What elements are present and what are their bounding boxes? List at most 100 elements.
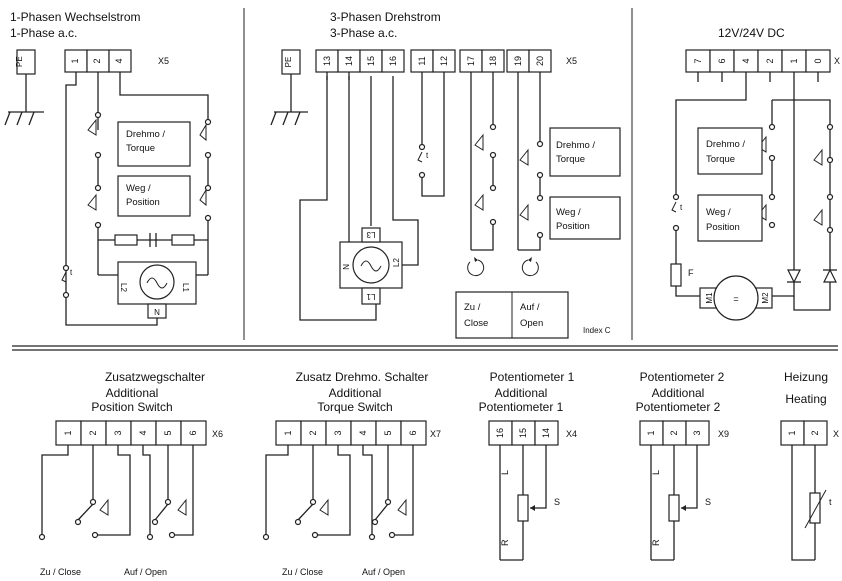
ts-term-1: 1 bbox=[283, 430, 293, 435]
dc-connector: X bbox=[834, 56, 840, 66]
ts-term-6: 6 bbox=[408, 430, 418, 435]
sp-term-1: 1 bbox=[70, 58, 80, 63]
dc-section: 12V/24V DC 7 6 4 2 1 0 X Drehm bbox=[670, 26, 840, 321]
dc-motor-m1: M1 bbox=[705, 292, 714, 304]
ps-term-5: 5 bbox=[163, 430, 173, 435]
tp-term-17: 17 bbox=[466, 56, 476, 66]
dc-term-1: 1 bbox=[789, 58, 799, 63]
pot1-term-15: 15 bbox=[518, 428, 528, 438]
heating-title-en: Heating bbox=[785, 392, 826, 406]
ts-title-en-1: Additional bbox=[329, 386, 382, 400]
tp-open-2: Open bbox=[520, 318, 543, 329]
ts-term-4: 4 bbox=[358, 430, 368, 435]
tp-position-label-2: Position bbox=[556, 221, 590, 232]
pot2-l: L bbox=[651, 470, 661, 475]
ts-term-3: 3 bbox=[333, 430, 343, 435]
pot2-term-2: 2 bbox=[669, 430, 679, 435]
dc-position-label-1: Weg / bbox=[706, 207, 731, 218]
sp-motor-l2: L2 bbox=[119, 283, 128, 292]
heating-t: t bbox=[829, 497, 832, 507]
ts-open: Auf / Open bbox=[362, 567, 405, 577]
ps-term-4: 4 bbox=[138, 430, 148, 435]
sp-position-label-1: Weg / bbox=[126, 183, 151, 194]
pot2-title-3: Potentiometer 2 bbox=[636, 400, 721, 414]
pot2-title-2: Additional bbox=[652, 386, 705, 400]
ts-term-2: 2 bbox=[308, 430, 318, 435]
ts-title-de: Zusatz Drehmo. Schalter bbox=[296, 370, 429, 384]
pot1-title-1: Potentiometer 1 bbox=[490, 370, 575, 384]
dc-term-6: 6 bbox=[717, 58, 727, 63]
tp-term-13: 13 bbox=[322, 56, 332, 66]
pot2-term-3: 3 bbox=[692, 430, 702, 435]
dc-fuse-label: F bbox=[688, 268, 694, 278]
pot1-resistor bbox=[517, 494, 529, 522]
ps-term-1: 1 bbox=[63, 430, 73, 435]
ps-open: Auf / Open bbox=[124, 567, 167, 577]
sp-torque-label-1: Drehmo / bbox=[126, 129, 165, 140]
tp-motor-l1: L1 bbox=[366, 292, 375, 301]
pot1-connector: X4 bbox=[566, 429, 577, 439]
tp-connector: X5 bbox=[566, 56, 577, 66]
dc-torque-box bbox=[697, 127, 763, 175]
ps-title-en-1: Additional bbox=[106, 386, 159, 400]
pot2-resistor bbox=[668, 494, 680, 522]
dc-position-box bbox=[697, 194, 763, 242]
dc-motor bbox=[713, 275, 759, 321]
pot2-s: S bbox=[705, 497, 711, 507]
pot2-term-1: 1 bbox=[646, 430, 656, 435]
pe-label: PE bbox=[15, 56, 24, 67]
dc-torque-label-2: Torque bbox=[706, 154, 735, 165]
tp-term-15: 15 bbox=[366, 56, 376, 66]
sp-thermo: t bbox=[70, 268, 73, 277]
sp-position-label-2: Position bbox=[126, 197, 160, 208]
dc-title: 12V/24V DC bbox=[718, 26, 785, 40]
dc-position-label-2: Position bbox=[706, 222, 740, 233]
sp-motor-n: N bbox=[154, 308, 160, 317]
ps-connector: X6 bbox=[212, 429, 223, 439]
tp-terminal-strip: 13 14 15 16 11 12 17 18 19 20 bbox=[315, 49, 552, 73]
three-phase-title-de: 3-Phasen Drehstrom bbox=[330, 10, 441, 24]
tp-position-box bbox=[549, 196, 621, 240]
potentiometer-2-section: Potentiometer 2 Additional Potentiometer… bbox=[636, 370, 729, 561]
tp-term-19: 19 bbox=[513, 56, 523, 66]
tp-close-2: Close bbox=[464, 318, 488, 329]
ps-close: Zu / Close bbox=[40, 567, 81, 577]
ts-close: Zu / Close bbox=[282, 567, 323, 577]
pot1-r: R bbox=[500, 539, 510, 546]
dc-torque-label-1: Drehmo / bbox=[706, 139, 745, 150]
pot1-title-2: Additional bbox=[495, 386, 548, 400]
pot1-l: L bbox=[500, 470, 510, 475]
heating-resistor bbox=[809, 492, 821, 524]
tp-torque-label-1: Drehmo / bbox=[556, 140, 595, 151]
potentiometer-1-section: Potentiometer 1 Additional Potentiometer… bbox=[479, 370, 577, 561]
tp-pe-label: PE bbox=[284, 57, 293, 68]
pot2-connector: X9 bbox=[718, 429, 729, 439]
three-phase-title-en: 3-Phase a.c. bbox=[330, 26, 397, 40]
tp-motor-l3: L3 bbox=[366, 230, 375, 239]
tp-open-1: Auf / bbox=[520, 302, 540, 313]
ts-term-5: 5 bbox=[383, 430, 393, 435]
tp-motor-l2: L2 bbox=[392, 258, 401, 267]
tp-term-12: 12 bbox=[439, 56, 449, 66]
pot2-r: R bbox=[651, 539, 661, 546]
dc-term-0: 0 bbox=[813, 58, 823, 63]
tp-torque-label-2: Torque bbox=[556, 154, 585, 165]
tp-position-label-1: Weg / bbox=[556, 207, 581, 218]
ps-title-de: Zusatzwegschalter bbox=[105, 370, 205, 384]
pot2-title-1: Potentiometer 2 bbox=[640, 370, 725, 384]
sp-position-box bbox=[117, 175, 191, 217]
close-rotation-icon bbox=[467, 259, 485, 277]
dc-motor-m2: M2 bbox=[761, 292, 770, 304]
tp-motor-n: N bbox=[341, 264, 350, 270]
sp-torque-box bbox=[117, 121, 191, 167]
tp-term-11: 11 bbox=[417, 56, 427, 65]
tp-term-18: 18 bbox=[488, 56, 498, 66]
ts-connector: X7 bbox=[430, 429, 441, 439]
open-rotation-icon bbox=[521, 259, 539, 277]
single-phase-title-en: 1-Phase a.c. bbox=[10, 26, 77, 40]
heating-title-de: Heizung bbox=[784, 370, 828, 384]
pot1-term-16: 16 bbox=[495, 428, 505, 438]
tp-term-20: 20 bbox=[535, 56, 545, 66]
ps-term-2: 2 bbox=[88, 430, 98, 435]
